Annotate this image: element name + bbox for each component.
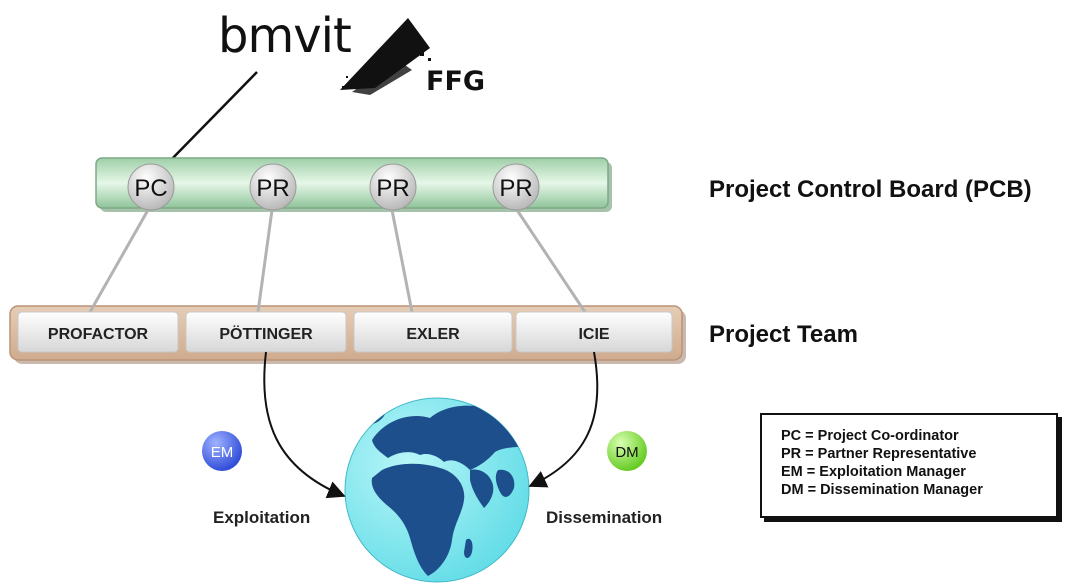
partner-box-label: PROFACTOR [48,326,149,343]
bmvit-logo: bmvit FFG [218,8,485,97]
partner-box-label: PÖTTINGER [219,324,313,343]
legend-item: PR = Partner Representative [781,446,977,462]
dissemination-arrow [528,351,599,488]
pcb-node: PR [492,163,540,211]
pcb-node-label: PC [134,175,167,202]
partner-box: PROFACTOR [17,311,179,353]
pcb-node-label: PR [256,175,289,202]
exploitation-arrow [263,351,346,499]
legend-item: DM = Dissemination Manager [781,482,983,498]
partner-box: EXLER [353,311,513,353]
connector-pr-poettinger [256,209,274,313]
pcb-team-connectors [88,209,587,313]
partner-box-label: EXLER [406,326,460,343]
em-badge: EM [202,431,242,471]
legend-item: EM = Exploitation Manager [781,464,966,480]
logo-pc-connector [165,71,258,166]
exploitation-caption: Exploitation [213,508,311,527]
em-badge-label: EM [211,444,234,461]
legend-box: PC = Project Co-ordinator PR = Partner R… [760,413,1058,518]
connector-pc-profactor [88,209,150,313]
partner-box: ICIE [515,311,673,353]
partner-box: PÖTTINGER [185,311,347,353]
dm-badge: DM [607,431,647,471]
bmvit-logo-text: bmvit [218,8,351,64]
pcb-node: PR [249,163,297,211]
ffg-logo-text: FFG [426,66,485,97]
dissemination-caption: Dissemination [546,508,663,527]
dm-badge-label: DM [615,444,638,461]
ffg-logo-wing-icon [340,18,431,95]
team-label: Project Team [709,321,858,348]
pcb-node-label: PR [499,175,532,202]
legend-item: PC = Project Co-ordinator [781,428,959,444]
pcb-bar [95,157,609,209]
pcb-label: Project Control Board (PCB) [709,176,1032,203]
pcb-node: PC [127,163,175,211]
connector-pr-icie [515,209,587,313]
connector-pr-exler [390,209,414,313]
pcb-node-label: PR [376,175,409,202]
globe-icon [344,397,530,583]
pcb-node: PR [369,163,417,211]
partner-box-label: ICIE [578,326,609,343]
